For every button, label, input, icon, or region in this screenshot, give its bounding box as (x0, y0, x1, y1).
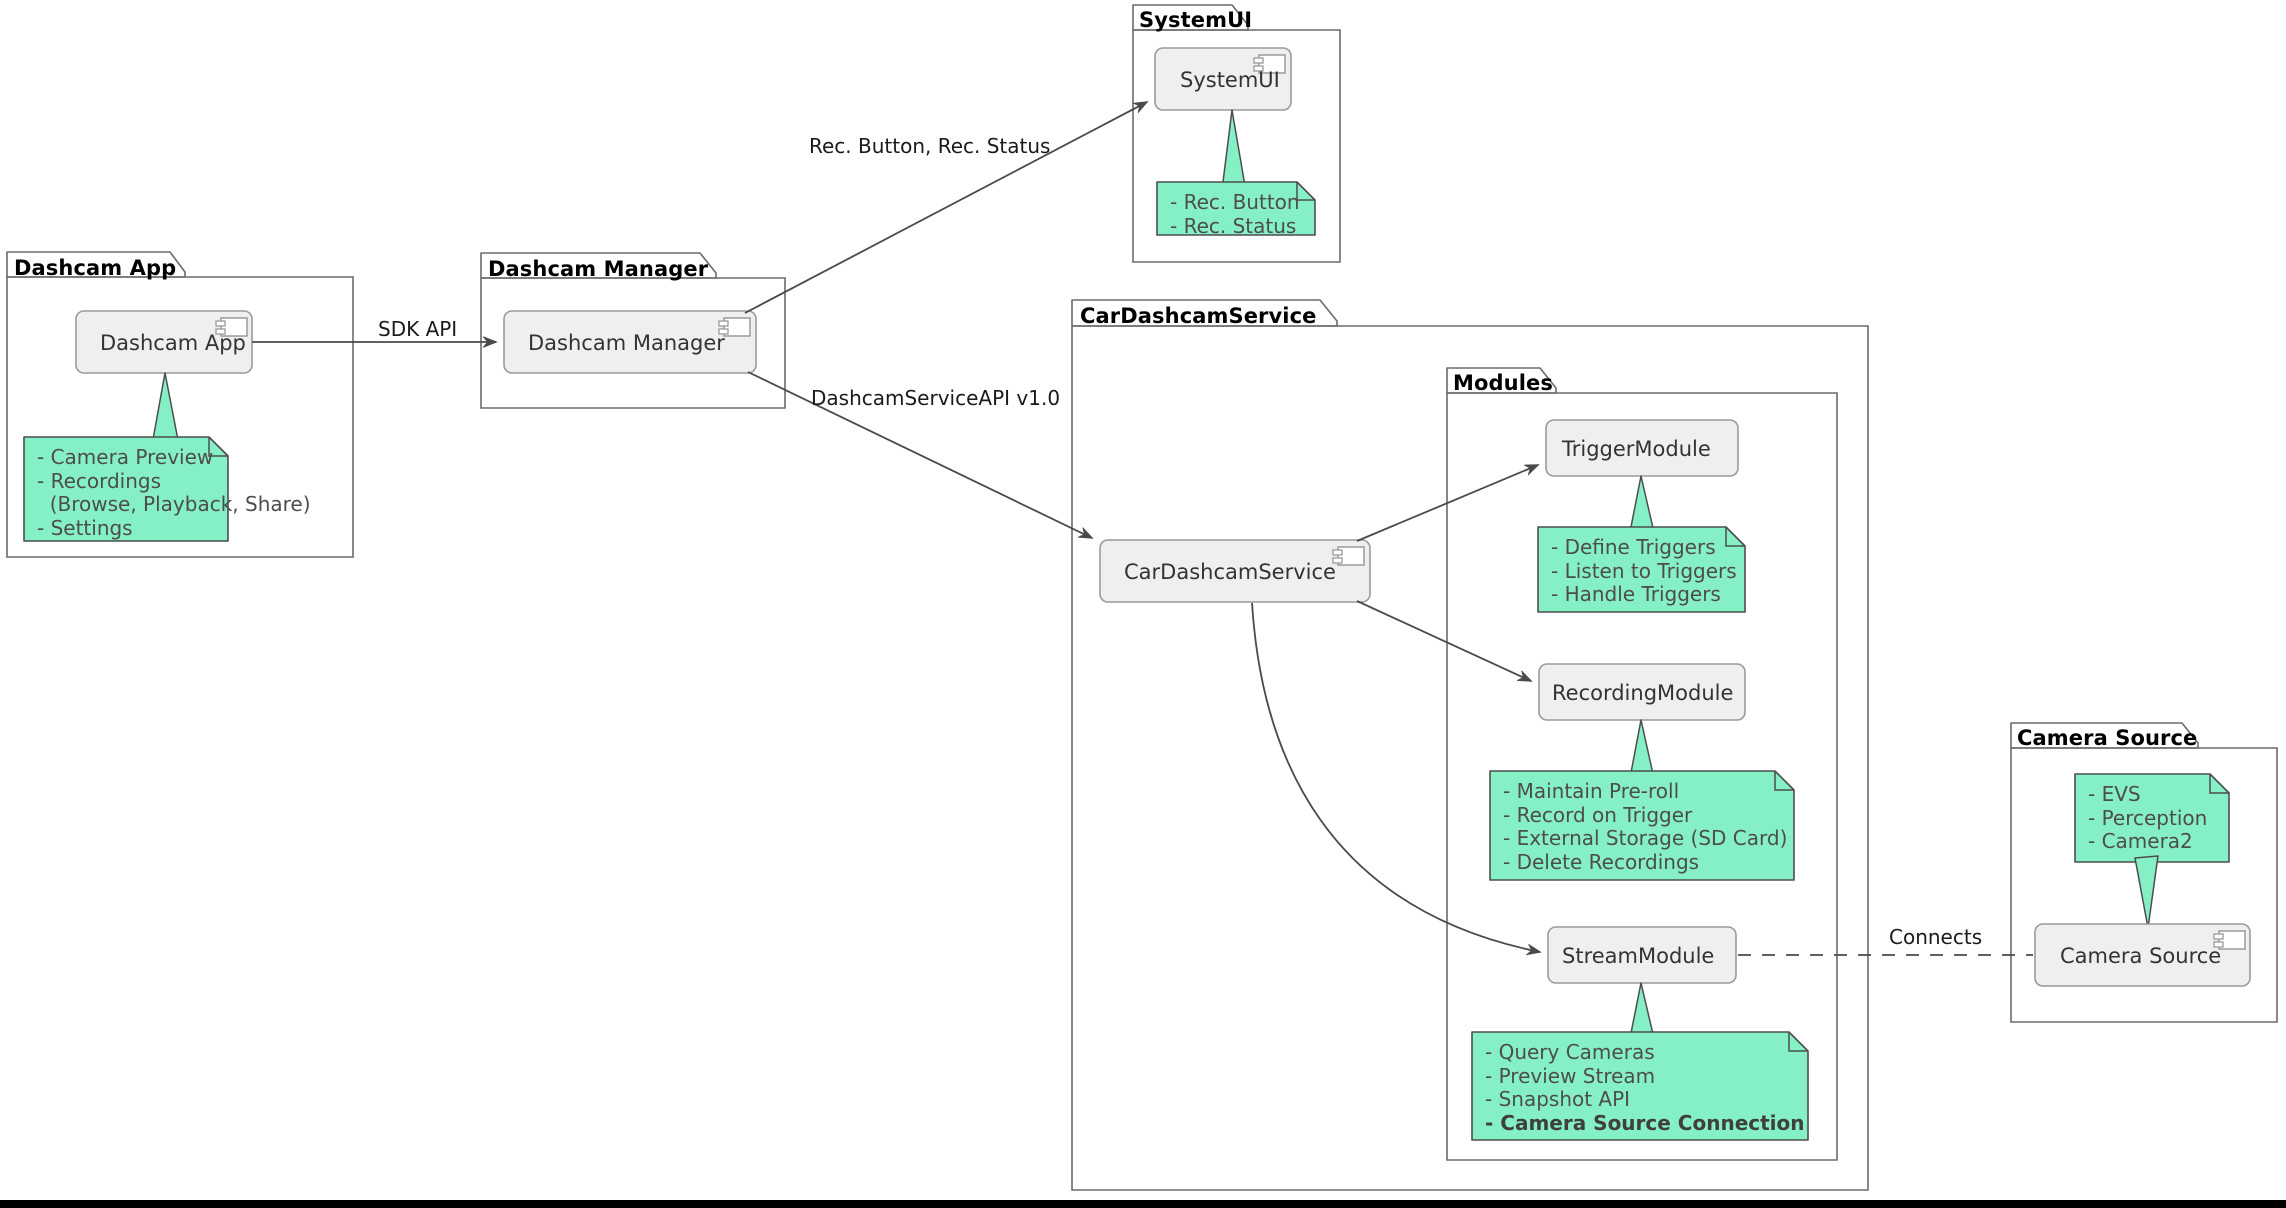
component-icon (2213, 930, 2246, 950)
component-box-stream-module[interactable] (1547, 926, 1737, 984)
component-label-recording-module: RecordingModule (1552, 681, 1734, 705)
edge-label-rec-button-status: Rec. Button, Rec. Status (809, 134, 1051, 158)
component-box-recording-module[interactable] (1538, 663, 1746, 721)
edge-manager-to-systemui (744, 102, 1147, 314)
component-label-camera-source: Camera Source (2060, 944, 2222, 968)
component-box-dashcam-app[interactable] (75, 310, 253, 374)
edge-label-dashcamserviceapi: DashcamServiceAPI v1.0 (811, 386, 1061, 410)
note-camera-source (2074, 773, 2230, 863)
component-label-systemui: SystemUI (1180, 68, 1280, 92)
component-box-systemui[interactable] (1154, 47, 1292, 111)
note-systemui (1156, 181, 1316, 236)
edge-manager-to-service (747, 371, 1092, 539)
note-trigger-module (1537, 526, 1746, 613)
note-recording-module (1489, 770, 1795, 881)
component-icon (1332, 546, 1365, 566)
package-title-dashcam-app: Dashcam App (14, 256, 177, 280)
component-label-cardashcamservice: CarDashcamService (1124, 560, 1336, 584)
component-label-trigger-module: TriggerModule (1562, 437, 1711, 461)
note-text-trigger-module: - Define Triggers- Listen to Triggers- H… (1551, 535, 1737, 606)
note-dashcam-app (23, 436, 229, 542)
note-text-camera-source: - EVS- Perception- Camera2 (2088, 782, 2208, 853)
edge-label-sdk-api: SDK API (378, 317, 458, 341)
note-tail-camera-source (2134, 855, 2159, 929)
edge-service-to-trigger (1356, 464, 1538, 542)
component-label-dashcam-app: Dashcam App (100, 331, 246, 355)
component-box-trigger-module[interactable] (1545, 419, 1739, 477)
note-stream-module (1471, 1031, 1809, 1141)
component-label-stream-module: StreamModule (1562, 944, 1715, 968)
package-title-cardashcamservice: CarDashcamService (1080, 304, 1317, 328)
component-icon (718, 317, 751, 337)
note-text-stream-module: - Query Cameras- Preview Stream- Snapsho… (1485, 1040, 1805, 1135)
note-text-dashcam-app: - Camera Preview- Recordings (Browse, Pl… (37, 445, 311, 540)
note-text-systemui: - Rec. Button- Rec. Status (1170, 190, 1300, 238)
component-box-cardashcamservice[interactable] (1099, 539, 1371, 603)
package-title-modules: Modules (1453, 371, 1553, 395)
package-title-systemui: SystemUI (1139, 8, 1253, 32)
package-title-dashcam-manager: Dashcam Manager (488, 257, 709, 281)
package-title-camera-source: Camera Source (2017, 726, 2198, 750)
component-icon (215, 317, 248, 337)
component-icon (1253, 54, 1286, 74)
bottom-black-bar (0, 1200, 2286, 1208)
edge-service-to-recording (1356, 600, 1531, 682)
note-text-recording-module: - Maintain Pre-roll- Record on Trigger- … (1503, 779, 1788, 874)
component-label-dashcam-manager: Dashcam Manager (528, 331, 725, 355)
edge-label-connects: Connects (1889, 925, 1983, 949)
edge-service-to-stream (1251, 602, 1540, 952)
component-box-camera-source[interactable] (2034, 923, 2251, 987)
component-box-dashcam-manager[interactable] (503, 310, 757, 374)
